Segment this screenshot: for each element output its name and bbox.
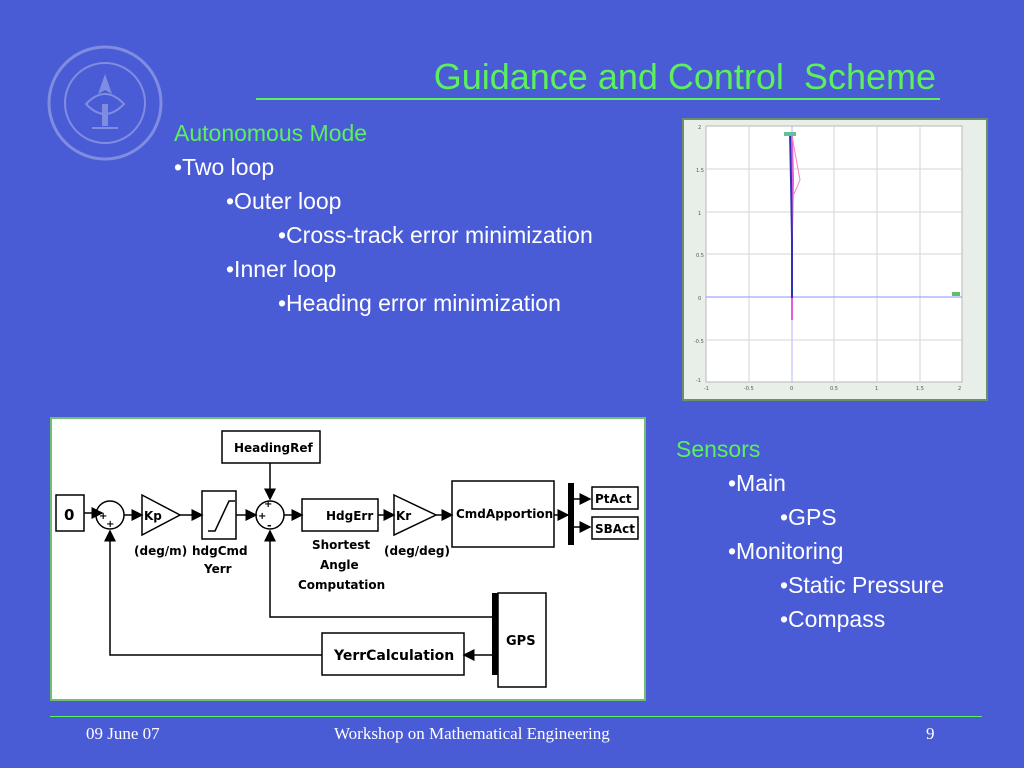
footer-date: 09 June 07 xyxy=(86,724,160,743)
svg-text:-0.5: -0.5 xyxy=(744,386,754,392)
yerr-label: Yerr xyxy=(203,562,232,576)
demux-bar xyxy=(568,483,574,545)
cmd-apportion-block xyxy=(451,480,555,548)
svg-text:-0.5: -0.5 xyxy=(694,339,704,345)
bullet-item: •Cross-track error minimization xyxy=(278,222,593,248)
sum2-minus-bottom: - xyxy=(267,519,272,532)
ptact-block xyxy=(591,486,639,510)
sum2-plus-left: + xyxy=(258,511,266,522)
heading-ref-label: HeadingRef xyxy=(234,441,313,455)
yerr-calculation-label: YerrCalculation xyxy=(333,648,454,664)
kr-units-label: (deg/deg) xyxy=(384,544,450,558)
bullet-item: •Two loop xyxy=(174,154,275,180)
svg-text:0.5: 0.5 xyxy=(830,386,838,392)
constant-label: 0 xyxy=(64,506,74,524)
svg-text:2: 2 xyxy=(698,125,701,131)
bullet-item: •Outer loop xyxy=(226,188,342,214)
footer-divider xyxy=(50,716,982,717)
sum2-plus-top: + xyxy=(264,499,272,510)
control-block-diagram: 0 + + Kp (deg/m) hdgCmd Yerr HeadingRef … xyxy=(50,417,646,701)
svg-text:1.5: 1.5 xyxy=(916,386,924,392)
sum1-plus-bottom: + xyxy=(106,519,114,530)
sbact-block xyxy=(591,516,639,540)
trajectory-plot-image: 2 1.5 1 0.5 0 -0.5 -1 -1 -0.5 0 0.5 1 1.… xyxy=(682,118,988,401)
gps-mux-bar xyxy=(492,593,498,675)
svg-text:1: 1 xyxy=(875,386,878,392)
kp-units-label: (deg/m) xyxy=(134,544,187,558)
footer-workshop: Workshop on Mathematical Engineering xyxy=(334,724,610,743)
svg-text:-1: -1 xyxy=(704,386,709,392)
ptact-label: PtAct xyxy=(595,492,632,506)
sensors-bullets: Sensors •Main •GPS •Monitoring •Static P… xyxy=(676,432,944,636)
angle-label: Angle xyxy=(320,558,359,572)
bullet-item: •Monitoring xyxy=(728,538,844,564)
slide-title: Guidance and Control Scheme xyxy=(433,56,936,97)
bullet-heading: Sensors xyxy=(676,436,761,462)
bullet-heading: Autonomous Mode xyxy=(174,120,368,146)
kr-gain-block xyxy=(393,493,438,537)
hdgcmd-label: hdgCmd xyxy=(192,544,248,558)
svg-text:0: 0 xyxy=(698,296,701,302)
svg-text:0: 0 xyxy=(790,386,793,392)
svg-text:1.5: 1.5 xyxy=(696,168,704,174)
cmd-apportion-label: CmdApportion xyxy=(456,507,553,521)
bullet-item: •Inner loop xyxy=(226,256,337,282)
svg-text:2: 2 xyxy=(958,386,961,392)
footer-page-number: 9 xyxy=(926,724,935,743)
computation-label: Computation xyxy=(298,578,385,592)
bullet-item: •Main xyxy=(728,470,786,496)
bullet-item: •Heading error minimization xyxy=(278,290,561,316)
title-underline: Guidance and Control Scheme xyxy=(256,56,940,100)
svg-text:1: 1 xyxy=(698,211,701,217)
kp-label: Kp xyxy=(144,509,162,523)
sbact-label: SBAct xyxy=(595,522,635,536)
heading-ref-block xyxy=(221,430,321,464)
autonomous-mode-bullets: Autonomous Mode •Two loop •Outer loop •C… xyxy=(174,116,593,320)
gps-label: GPS xyxy=(506,634,536,649)
bullet-item: •Static Pressure xyxy=(780,572,944,598)
hdgerr-label: HdgErr xyxy=(326,509,373,523)
kr-label: Kr xyxy=(396,509,411,523)
bullet-item: •Compass xyxy=(780,606,886,632)
shortest-label: Shortest xyxy=(312,538,370,552)
kp-gain-block xyxy=(141,493,182,537)
svg-text:-1: -1 xyxy=(696,378,701,384)
svg-text:0.5: 0.5 xyxy=(696,253,704,259)
organization-emblem-logo xyxy=(46,44,164,162)
bullet-item: •GPS xyxy=(780,504,837,530)
sum1-plus-left: + xyxy=(99,511,107,522)
saturation-block xyxy=(201,490,237,540)
